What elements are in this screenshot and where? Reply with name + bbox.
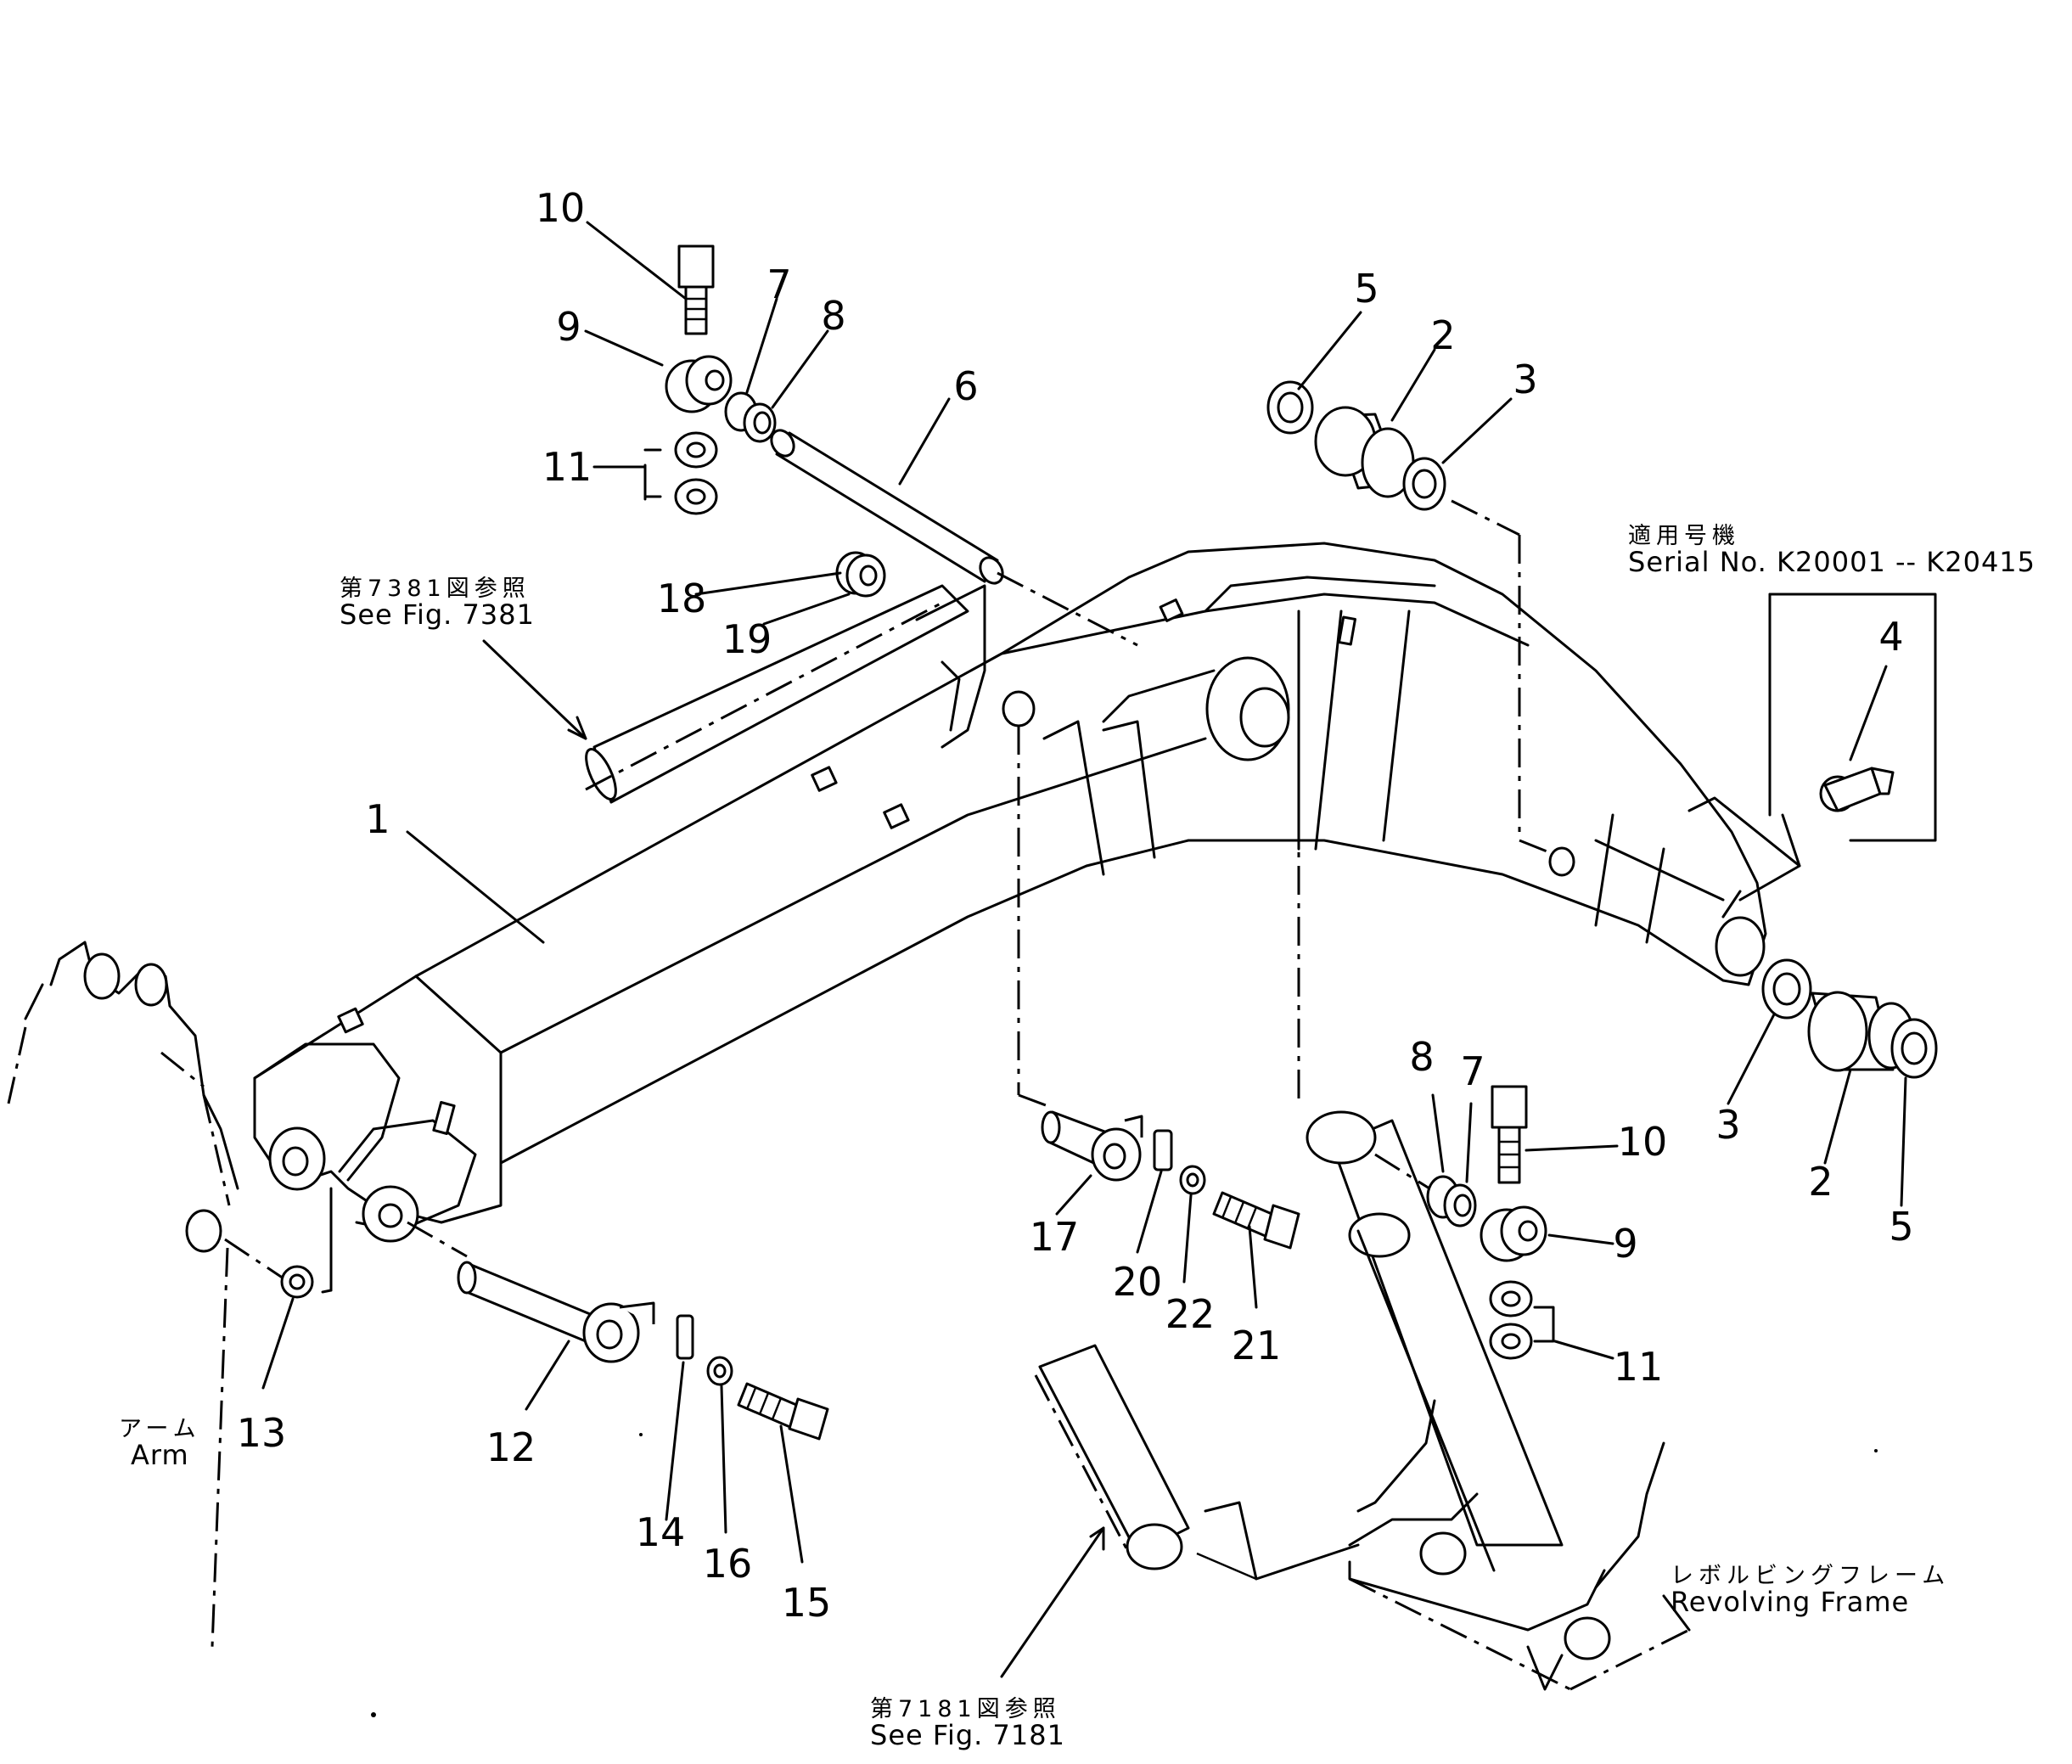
- callout-18: 18: [656, 576, 707, 621]
- callout-5: 5: [1354, 266, 1379, 312]
- stray-dot: [639, 1433, 643, 1436]
- stray-dot: [371, 1712, 376, 1717]
- lower-right-bushings: [1761, 958, 1938, 1079]
- callout-9: 9: [1613, 1221, 1638, 1267]
- callout-1: 1: [365, 796, 390, 842]
- callout-17: 17: [1029, 1214, 1080, 1260]
- lower-right-fastener-set: [1374, 1085, 1555, 1360]
- upper-right-bushings: [1266, 380, 1575, 877]
- boom-body: [253, 542, 1767, 1243]
- arm-note: アーム Arm: [119, 1416, 201, 1472]
- leader-lines: [261, 221, 1907, 1678]
- serial-en: Serial No. K20001 -- K20415: [1628, 546, 2036, 579]
- shim-18-19: [835, 551, 886, 598]
- callout-11: 11: [542, 444, 592, 490]
- callout-14: 14: [635, 1509, 686, 1555]
- callout-3: 3: [1715, 1102, 1741, 1148]
- arm-cylinder-ref: [585, 584, 969, 804]
- fig-7181-en: See Fig. 7181: [870, 1719, 1065, 1752]
- callout-10: 10: [1617, 1119, 1668, 1165]
- boom-cylinder-rod: [1017, 713, 1564, 1572]
- arm-en: Arm: [130, 1439, 189, 1472]
- callout-2: 2: [1430, 312, 1456, 358]
- pin-6-drawing: [770, 429, 1138, 647]
- arm-jp: アーム: [119, 1416, 201, 1442]
- callout-7: 7: [1460, 1048, 1485, 1094]
- callout-10: 10: [535, 185, 586, 231]
- fig-7181-note: 第7181図参照 See Fig. 7181: [870, 1696, 1065, 1752]
- callout-9: 9: [556, 304, 581, 350]
- callout-4: 4: [1878, 614, 1904, 660]
- serial-note: 適用号機 Serial No. K20001 -- K20415: [1628, 523, 2036, 579]
- callout-8: 8: [821, 293, 846, 339]
- callout-7: 7: [766, 261, 792, 307]
- revolving-frame: [1196, 1399, 1690, 1691]
- callout-13: 13: [236, 1410, 287, 1456]
- pin-17-set: [1041, 1110, 1300, 1250]
- frame-en: Revolving Frame: [1671, 1586, 1910, 1619]
- frame-jp: レボルビングフレーム: [1671, 1563, 1951, 1589]
- fig-7381-en: See Fig. 7381: [340, 598, 535, 632]
- callout-12: 12: [486, 1424, 536, 1470]
- grease-fitting-detail: [1687, 593, 1937, 902]
- callout-11: 11: [1613, 1344, 1664, 1390]
- callout-3: 3: [1513, 357, 1538, 402]
- fig-7181-jp: 第7181図参照: [870, 1696, 1061, 1722]
- callout-6: 6: [953, 363, 979, 409]
- callout-5: 5: [1889, 1204, 1914, 1250]
- callout-2: 2: [1808, 1159, 1833, 1205]
- callout-15: 15: [781, 1580, 832, 1626]
- serial-jp: 適用号機: [1628, 523, 1740, 549]
- revolving-frame-note: レボルビングフレーム Revolving Frame: [1671, 1563, 1951, 1619]
- callout-22: 22: [1165, 1291, 1216, 1337]
- callout-16: 16: [702, 1541, 753, 1587]
- stray-dot: [1874, 1449, 1878, 1452]
- callout-19: 19: [722, 616, 772, 662]
- fig-7381-note: 第7381図参照 See Fig. 7381: [340, 576, 535, 632]
- callout-21: 21: [1231, 1323, 1282, 1368]
- boom-cylinder-lower-ref: [1034, 1344, 1190, 1570]
- callout-8: 8: [1409, 1034, 1435, 1080]
- arm-and-pin-12-set: [7, 941, 829, 1648]
- fig-7381-jp: 第7381図参照: [340, 576, 531, 602]
- upper-left-fastener-set: [592, 244, 777, 515]
- callout-20: 20: [1112, 1259, 1163, 1305]
